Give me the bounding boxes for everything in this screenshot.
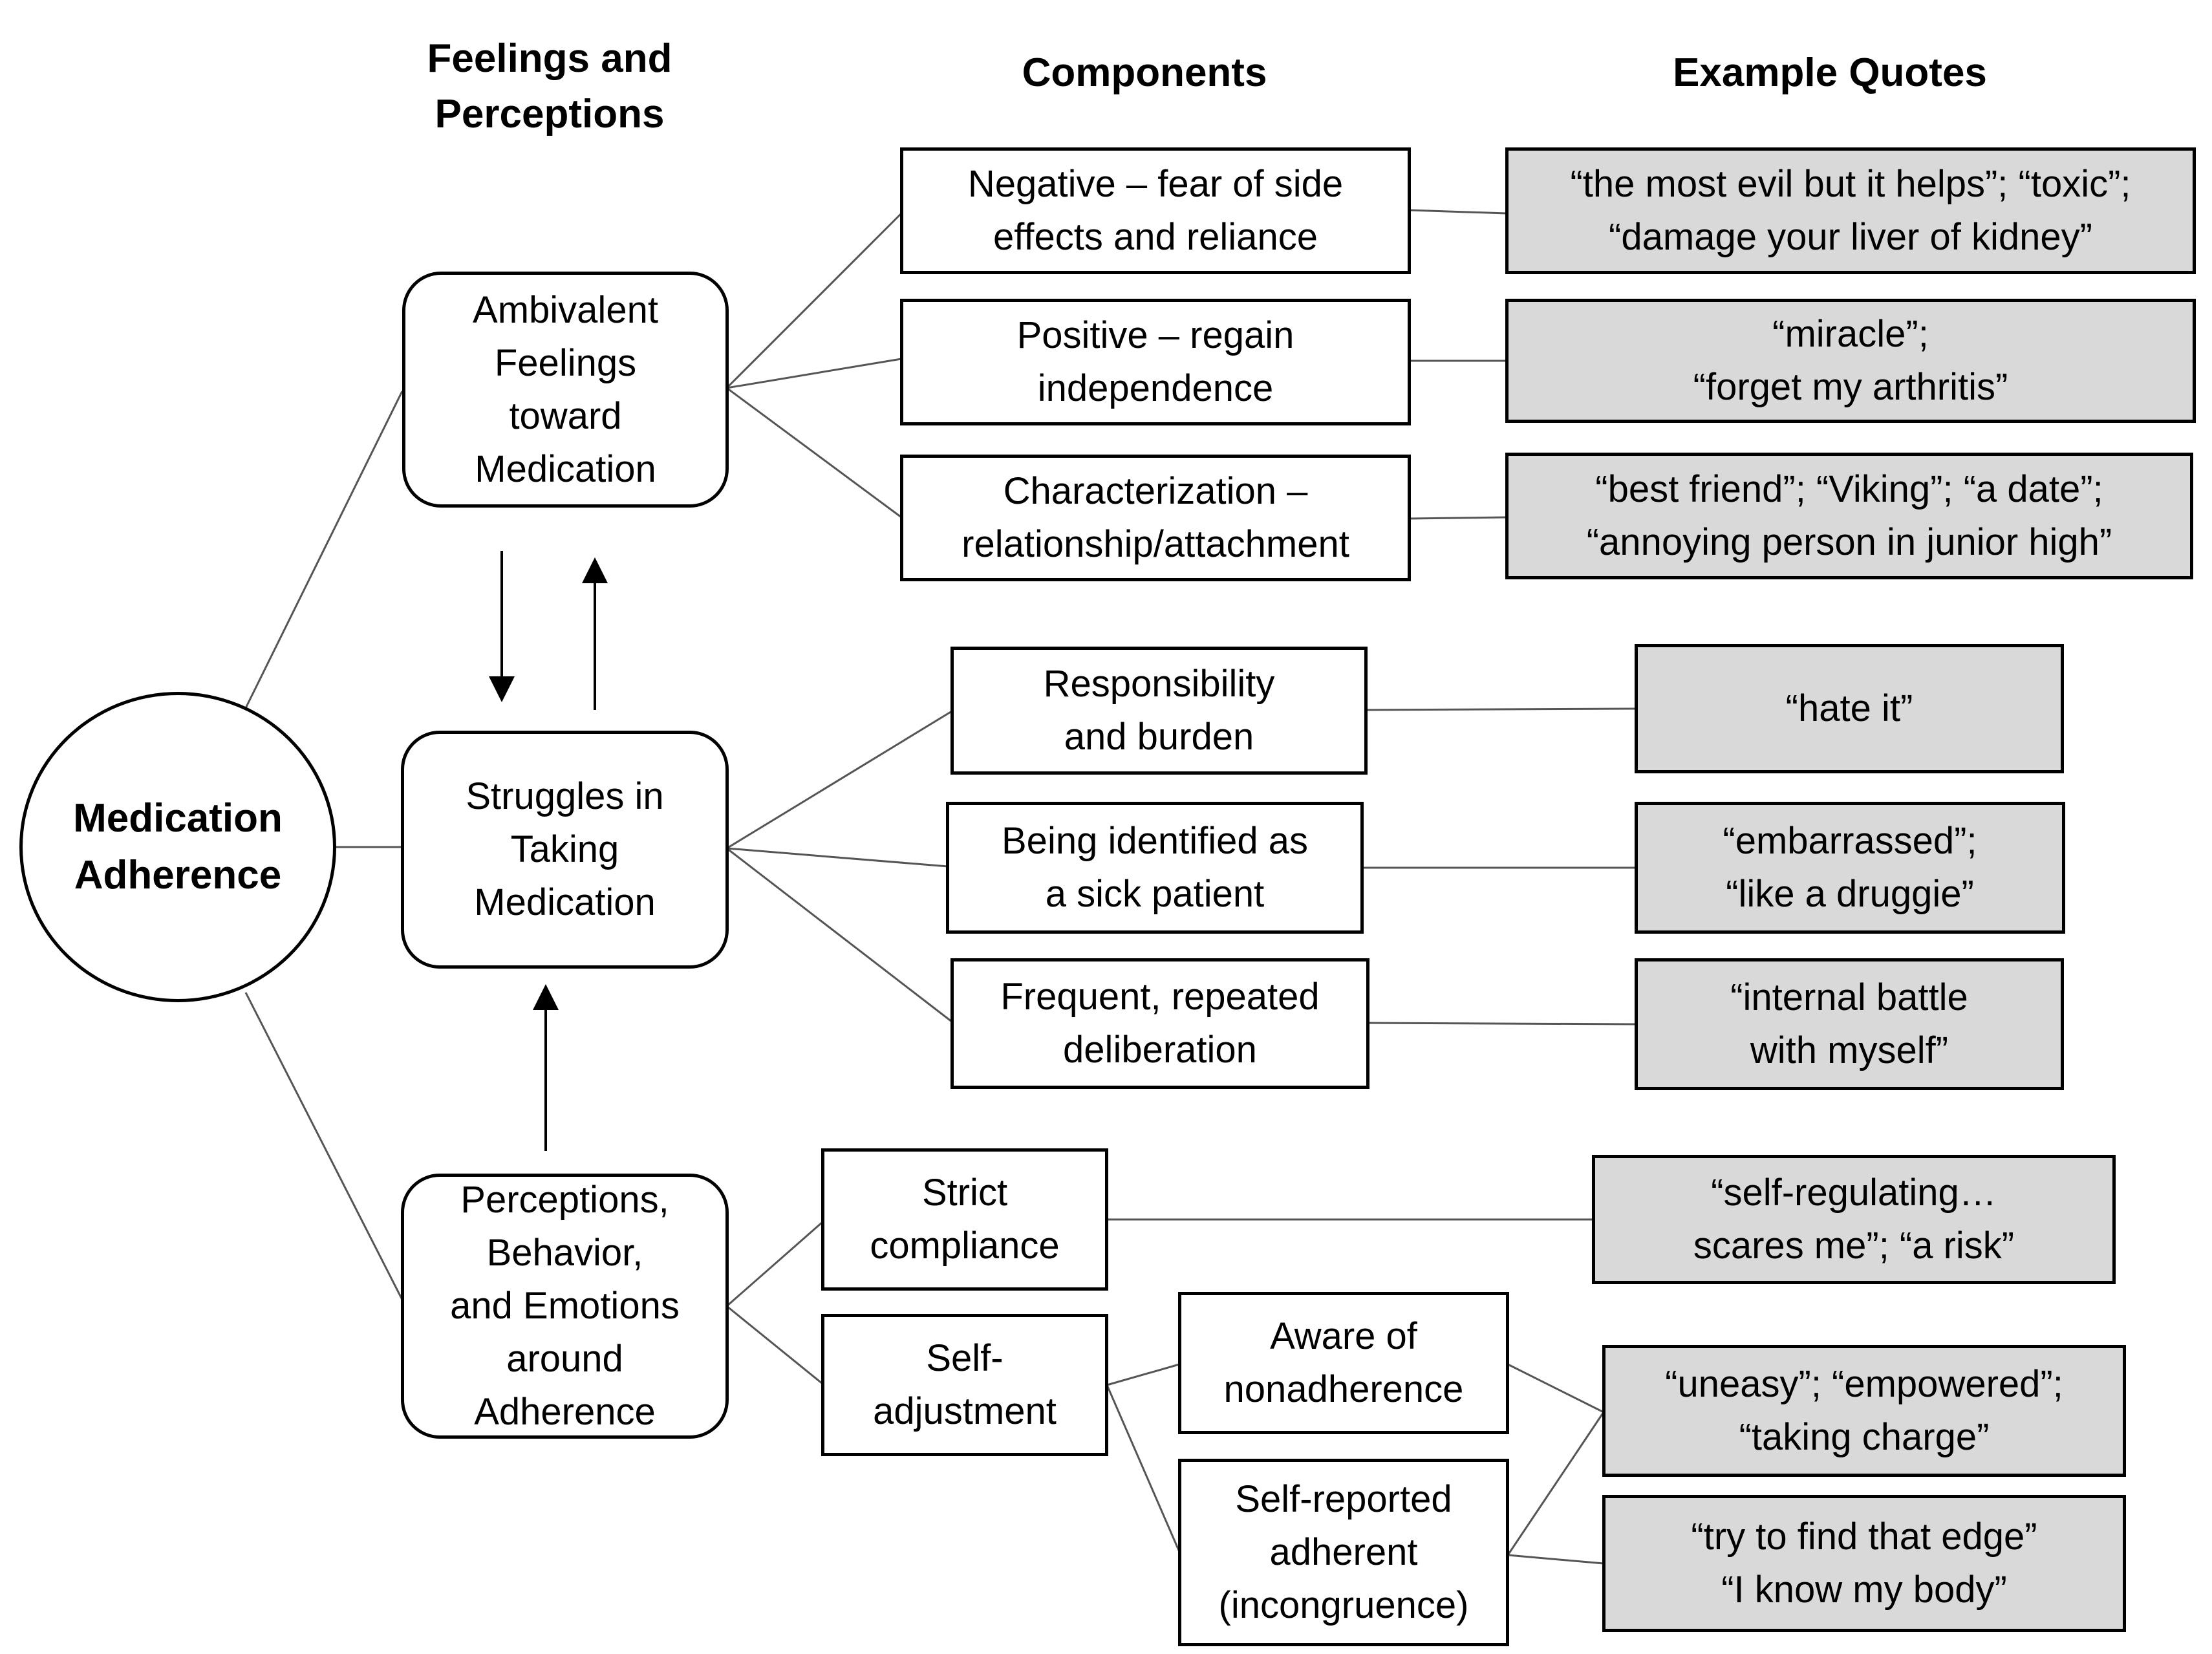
edge-aware-quote: [1507, 1363, 1604, 1413]
edge-struggles-deliberation: [726, 847, 952, 1023]
header-components: Components: [1022, 50, 1267, 95]
quote-aware-nonadherence: “uneasy”; “empowered”; “taking charge”: [1602, 1345, 2126, 1477]
quote-strict-compliance: “self-regulating… scares me”; “a risk”: [1592, 1155, 2116, 1284]
quote-responsibility: “hate it”: [1635, 644, 2064, 773]
edge-selfreported-quote-aware: [1507, 1412, 1605, 1556]
quote-deliberation: “internal battle with myself”: [1635, 958, 2064, 1090]
center-medication-adherence: Medication Adherence: [19, 692, 336, 1002]
edge-selfadj-selfreported: [1106, 1384, 1181, 1552]
edge-center-ambivalent: [244, 391, 403, 709]
edge-struggles-identified: [726, 847, 949, 868]
edge-responsibility-quote: [1365, 707, 1637, 711]
theme-perceptions-behavior-emotions: Perceptions, Behavior, and Emotions arou…: [401, 1174, 729, 1439]
edge-deliberation-quote: [1368, 1022, 1637, 1026]
component-identified-sick-patient: Being identified as a sick patient: [946, 802, 1364, 934]
component-characterization: Characterization – relationship/attachme…: [900, 455, 1411, 581]
edge-perceptions-selfadj: [726, 1305, 823, 1385]
edge-selfadj-aware: [1106, 1363, 1180, 1386]
component-strict-compliance: Strict compliance: [821, 1148, 1108, 1291]
theme-struggles-taking-medication: Struggles in Taking Medication: [401, 731, 729, 969]
component-responsibility-burden: Responsibility and burden: [950, 647, 1368, 775]
component-negative: Negative – fear of side effects and reli…: [900, 147, 1411, 274]
edge-characterization-quote: [1409, 516, 1507, 520]
header-feelings-perceptions: Feelings and Perceptions: [427, 36, 672, 136]
component-self-reported-adherent: Self-reported adherent (incongruence): [1178, 1459, 1509, 1646]
theme-ambivalent-feelings: Ambivalent Feelings toward Medication: [402, 272, 729, 508]
edge-struggles-responsibility: [726, 710, 952, 850]
quote-identified: “embarrassed”; “like a druggie”: [1635, 802, 2065, 934]
quote-characterization: “best friend”; “Viking”; “a date”; “anno…: [1505, 453, 2193, 579]
quote-self-reported: “try to find that edge” “I know my body”: [1602, 1495, 2126, 1632]
edge-selfreported-quote: [1507, 1554, 1604, 1565]
edge-ambivalent-positive: [726, 358, 902, 389]
edge-ambivalent-negative: [725, 212, 903, 389]
edge-perceptions-strict: [726, 1221, 823, 1307]
component-positive: Positive – regain independence: [900, 299, 1411, 425]
edge-negative-quote: [1409, 209, 1507, 215]
edge-ambivalent-characterization: [726, 387, 902, 519]
quote-negative: “the most evil but it helps”; “toxic”; “…: [1505, 147, 2196, 274]
edge-center-perceptions: [244, 992, 403, 1300]
header-example-quotes: Example Quotes: [1673, 50, 1987, 95]
quote-positive: “miracle”; “forget my arthritis”: [1505, 299, 2196, 423]
component-self-adjustment: Self- adjustment: [821, 1314, 1108, 1456]
component-repeated-deliberation: Frequent, repeated deliberation: [950, 958, 1369, 1089]
component-aware-nonadherence: Aware of nonadherence: [1178, 1292, 1509, 1434]
